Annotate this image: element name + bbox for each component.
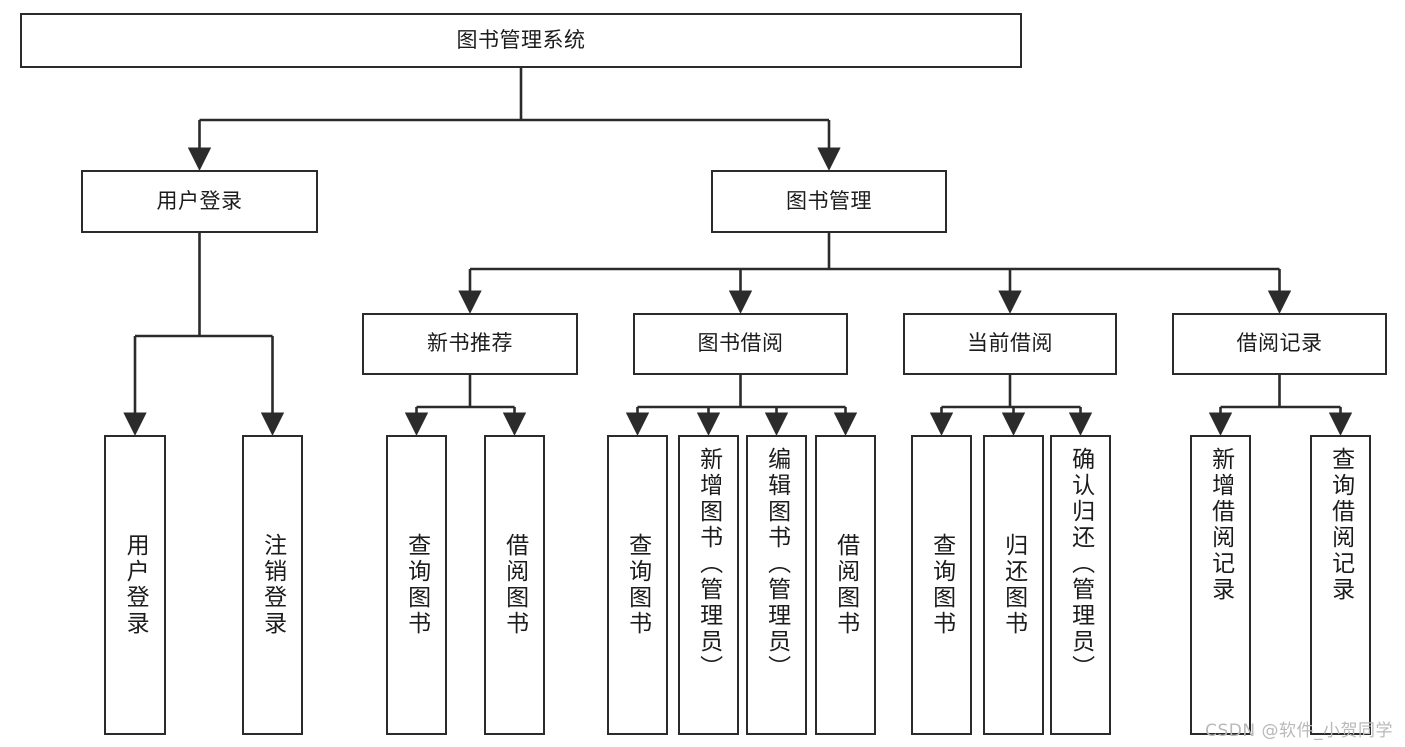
node-user-login[interactable]: 用户登录 [81,170,318,233]
node-leaf-add-record[interactable]: 新增借阅记录 [1190,435,1251,735]
node-label: 新增借阅记录 [1207,447,1234,603]
node-leaf-query-book-rec[interactable]: 查询图书 [386,435,447,735]
node-leaf-query-record[interactable]: 查询借阅记录 [1310,435,1371,735]
node-label: 查询借阅记录 [1327,447,1354,603]
node-label: 借阅图书 [832,533,859,637]
node-label: 当前借阅 [967,331,1053,356]
node-leaf-user-logout[interactable]: 注销登录 [242,435,303,735]
node-label: 借阅图书 [501,533,528,637]
node-leaf-return-book[interactable]: 归还图书 [983,435,1044,735]
node-book-borrow[interactable]: 图书借阅 [633,313,848,375]
node-label: 查询图书 [403,533,430,637]
node-label: 用户登录 [122,533,149,637]
node-label: 图书借阅 [697,331,784,356]
node-leaf-query-book-borrow[interactable]: 查询图书 [607,435,668,735]
node-label: 确认归还（管理员） [1067,447,1094,681]
node-leaf-add-book[interactable]: 新增图书（管理员） [678,435,739,735]
node-leaf-user-login[interactable]: 用户登录 [104,435,166,735]
node-label: 归还图书 [1000,533,1027,637]
node-root[interactable]: 图书管理系统 [20,13,1022,68]
node-leaf-borrow-book-rec[interactable]: 借阅图书 [484,435,545,735]
node-label: 借阅记录 [1236,331,1323,356]
node-label: 用户登录 [156,188,243,213]
node-label: 查询图书 [624,533,651,637]
node-current-borrow[interactable]: 当前借阅 [903,313,1117,375]
node-borrow-record[interactable]: 借阅记录 [1172,313,1387,375]
node-label: 编辑图书（管理员） [763,447,790,681]
node-label: 图书管理 [786,188,872,213]
node-book-manage[interactable]: 图书管理 [711,170,947,233]
node-leaf-borrow-book[interactable]: 借阅图书 [815,435,876,735]
node-leaf-confirm-return[interactable]: 确认归还（管理员） [1050,435,1111,735]
node-leaf-query-book-cur[interactable]: 查询图书 [911,435,972,735]
node-label: 新增图书（管理员） [695,447,722,681]
node-label: 图书管理系统 [456,27,586,52]
node-leaf-edit-book[interactable]: 编辑图书（管理员） [746,435,807,735]
node-new-book-rec[interactable]: 新书推荐 [362,313,578,375]
node-label: 新书推荐 [427,331,513,356]
node-label: 查询图书 [928,533,955,637]
node-label: 注销登录 [259,533,286,637]
